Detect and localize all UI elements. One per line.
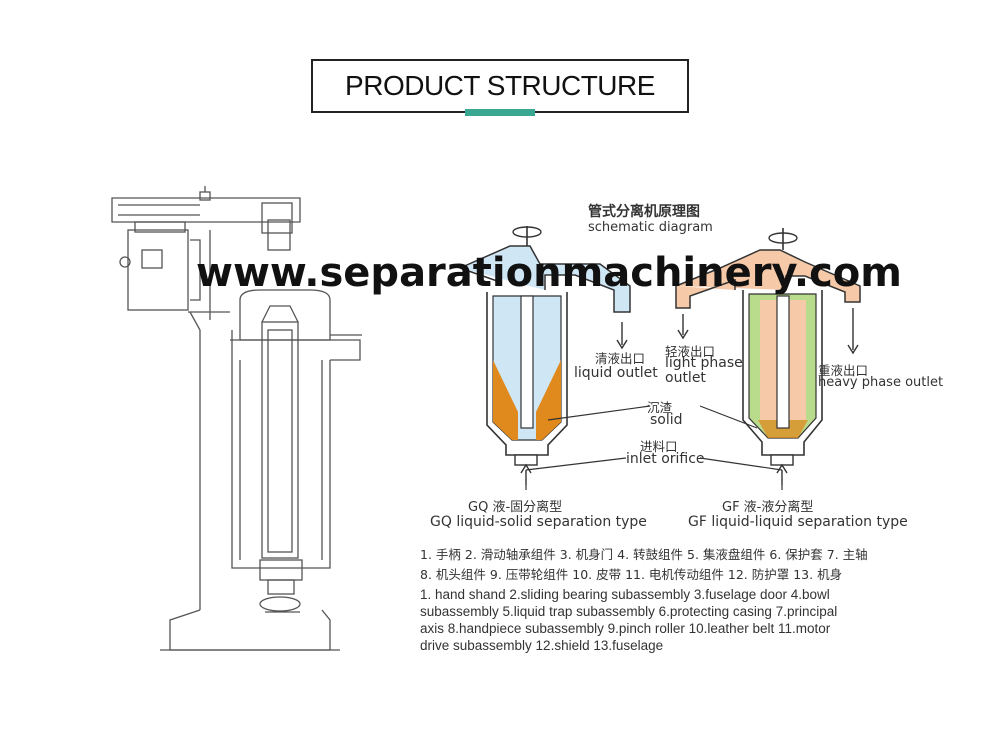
gq-schematic [459, 226, 631, 485]
label-inlet-en: inlet orifice [626, 451, 705, 467]
label-light-phase-en2: outlet [665, 370, 706, 386]
legend-en-line-1: 1. hand shand 2.sliding bearing subassem… [420, 587, 830, 602]
legend-en-line-4: drive subassembly 12.shield 13.fuselage [420, 638, 664, 653]
gq-type-en: GQ liquid-solid separation type [430, 514, 647, 530]
label-liquid-outlet-en: liquid outlet [574, 365, 658, 381]
label-liquid-outlet-cn: 清液出口 [595, 351, 646, 366]
legend-cn: 1. 手柄 2. 滑动轴承组件 3. 机身门 4. 转鼓组件 5. 集液盘组件 … [420, 545, 900, 585]
label-inlet-cn: 进料口 [640, 439, 678, 454]
page-title: PRODUCT STRUCTURE [345, 70, 655, 101]
schematic-title-cn: 管式分离机原理图 [588, 204, 700, 220]
title-underline [465, 109, 535, 116]
gf-type-en: GF liquid-liquid separation type [688, 514, 908, 530]
legend-cn-line-1: 1. 手柄 2. 滑动轴承组件 3. 机身门 4. 转鼓组件 5. 集液盘组件 … [420, 547, 868, 562]
label-solid-cn: 沉渣 [647, 400, 673, 415]
legend-en: 1. hand shand 2.sliding bearing subassem… [420, 586, 890, 654]
label-solid-en: solid [650, 412, 683, 428]
gf-schematic [675, 228, 861, 485]
legend-en-line-2: subassembly 5.liquid trap subassembly 6.… [420, 604, 838, 619]
machine-drawing [111, 186, 362, 651]
legend-cn-line-2: 8. 机头组件 9. 压带轮组件 10. 皮带 11. 电机传动组件 12. 防… [420, 567, 843, 582]
legend-en-line-3: axis 8.handpiece subassembly 9.pinch rol… [420, 621, 831, 636]
label-heavy-phase-en: heavy phase outlet [818, 375, 944, 390]
label-light-phase-en1: light phase [665, 355, 743, 371]
gf-type-cn: GF 液-液分离型 [722, 500, 814, 515]
label-heavy-phase-cn: 重液出口 [818, 363, 869, 378]
gq-type-cn: GQ 液-固分离型 [468, 500, 563, 515]
leader-lines [525, 405, 783, 490]
watermark-text: www.separationmachinery.com [196, 250, 902, 296]
schematic-title-en: schematic diagram [588, 220, 713, 235]
label-light-phase-cn: 轻液出口 [665, 344, 716, 359]
